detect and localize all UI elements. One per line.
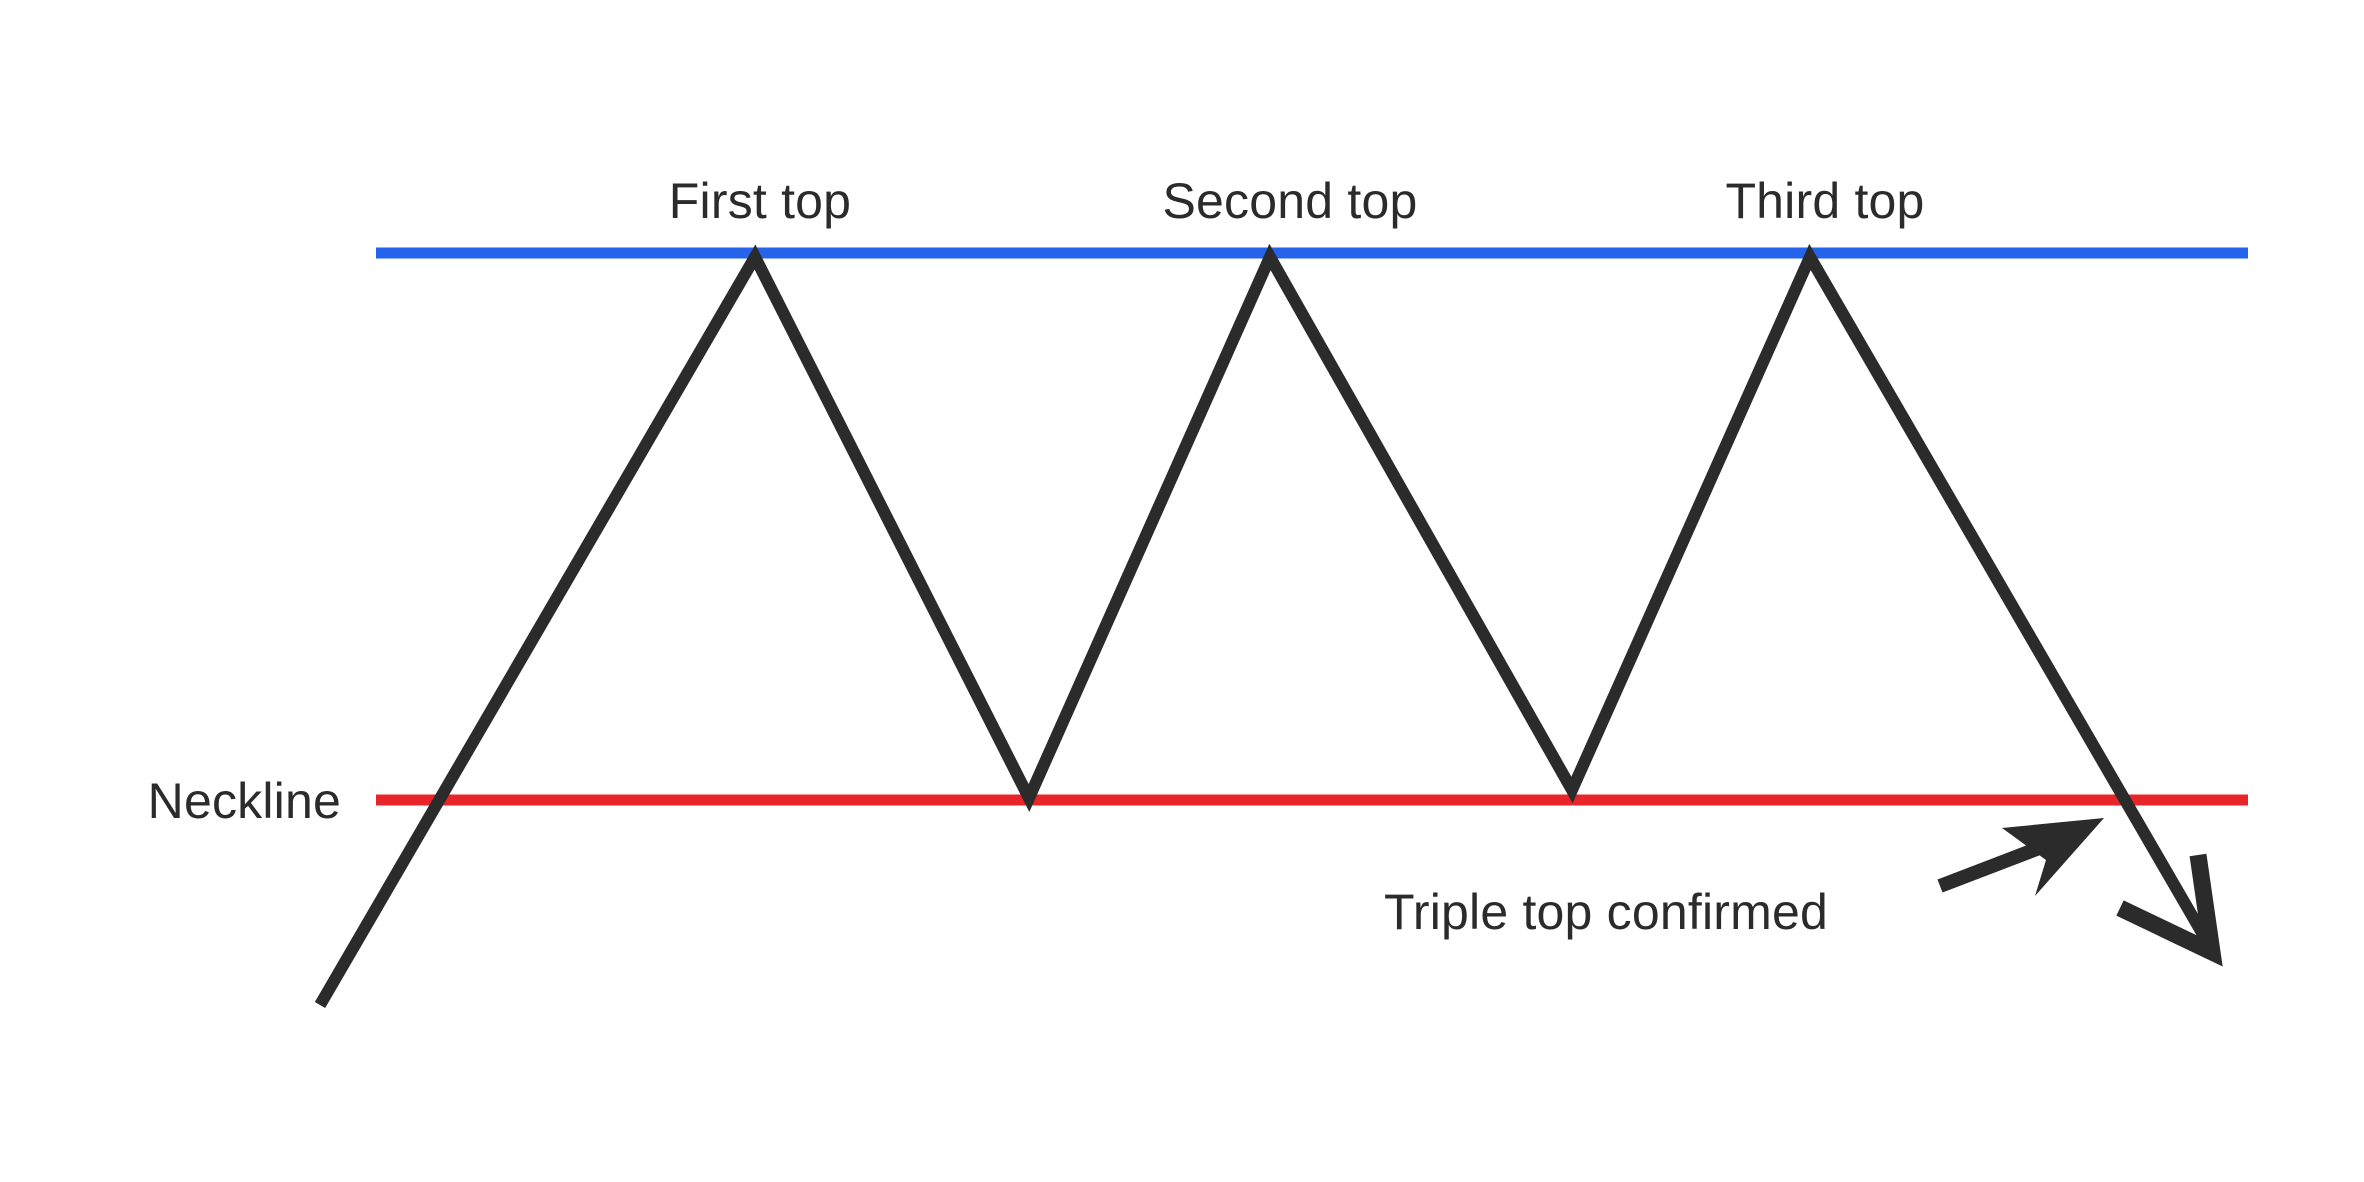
- first-top-label: First top: [669, 173, 851, 229]
- confirmation-label: Triple top confirmed: [1384, 884, 1828, 940]
- confirmation-arrow-head-icon: [2002, 818, 2104, 896]
- second-top-label: Second top: [1163, 173, 1418, 229]
- neckline-label: Neckline: [148, 773, 341, 829]
- price-line: [314, 243, 2218, 1009]
- price-line-arrowhead-icon: [2116, 853, 2223, 967]
- third-top-label: Third top: [1725, 173, 1924, 229]
